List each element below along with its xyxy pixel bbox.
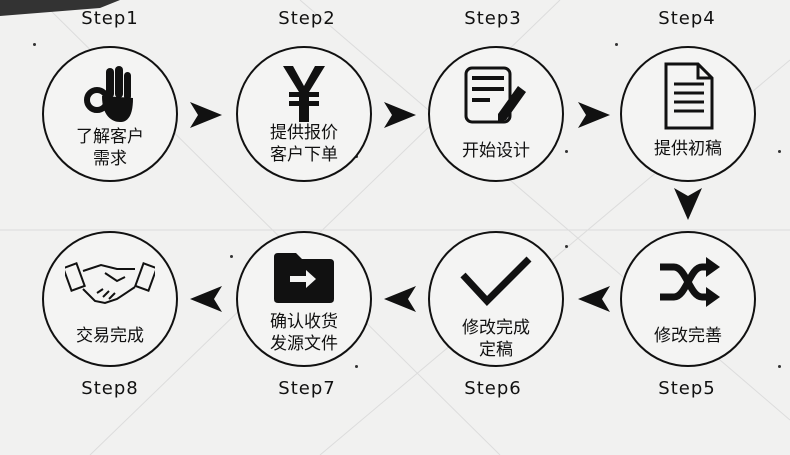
arrow-left-icon bbox=[384, 286, 416, 312]
step-1-text: 了解客户 需求 bbox=[76, 127, 144, 169]
decor-dot bbox=[778, 365, 781, 368]
decor-dot bbox=[33, 43, 36, 46]
decor-dot bbox=[355, 365, 358, 368]
step-1-circle: 了解客户 需求 bbox=[42, 46, 178, 182]
folder-arrow-icon bbox=[238, 249, 370, 313]
step-8-label: Step8 bbox=[81, 378, 139, 399]
decor-dot bbox=[230, 255, 233, 258]
step-6-text: 修改完成 定稿 bbox=[462, 318, 530, 360]
document-icon bbox=[622, 62, 754, 130]
step-6-label: Step6 bbox=[464, 378, 522, 399]
step-3-circle: 开始设计 bbox=[428, 46, 564, 182]
decor-dot bbox=[615, 43, 618, 46]
arrow-right-icon bbox=[190, 102, 222, 128]
arrow-down-icon bbox=[674, 188, 702, 220]
corner-decoration bbox=[0, 0, 120, 16]
decor-dot bbox=[565, 245, 568, 248]
ok-hand-icon bbox=[44, 62, 176, 126]
step-1-label: Step1 bbox=[81, 8, 139, 29]
step-4-label: Step4 bbox=[658, 8, 716, 29]
step-3-text: 开始设计 bbox=[462, 141, 530, 161]
step-8-circle: 交易完成 bbox=[42, 231, 178, 367]
step-2-text: 提供报价 客户下单 bbox=[270, 123, 338, 165]
design-pen-icon bbox=[430, 62, 562, 126]
step-2-circle: 提供报价 客户下单 bbox=[236, 46, 372, 182]
handshake-icon bbox=[44, 259, 176, 323]
step-7-text: 确认收货 发源文件 bbox=[270, 312, 338, 354]
step-5-text: 修改完善 bbox=[654, 326, 722, 346]
step-3-label: Step3 bbox=[464, 8, 522, 29]
yen-icon bbox=[238, 62, 370, 126]
step-6-circle: 修改完成 定稿 bbox=[428, 231, 564, 367]
checkmark-icon bbox=[430, 255, 562, 319]
step-7-circle: 确认收货 发源文件 bbox=[236, 231, 372, 367]
shuffle-icon bbox=[622, 255, 754, 319]
step-4-circle: 提供初稿 bbox=[620, 46, 756, 182]
arrow-right-icon bbox=[384, 102, 416, 128]
step-4-text: 提供初稿 bbox=[654, 139, 722, 159]
decor-dot bbox=[778, 150, 781, 153]
arrow-left-icon bbox=[578, 286, 610, 312]
step-2-label: Step2 bbox=[278, 8, 336, 29]
arrow-left-icon bbox=[190, 286, 222, 312]
step-7-label: Step7 bbox=[278, 378, 336, 399]
decor-dot bbox=[565, 150, 568, 153]
arrow-right-icon bbox=[578, 102, 610, 128]
step-8-text: 交易完成 bbox=[76, 326, 144, 346]
step-5-label: Step5 bbox=[658, 378, 716, 399]
step-5-circle: 修改完善 bbox=[620, 231, 756, 367]
